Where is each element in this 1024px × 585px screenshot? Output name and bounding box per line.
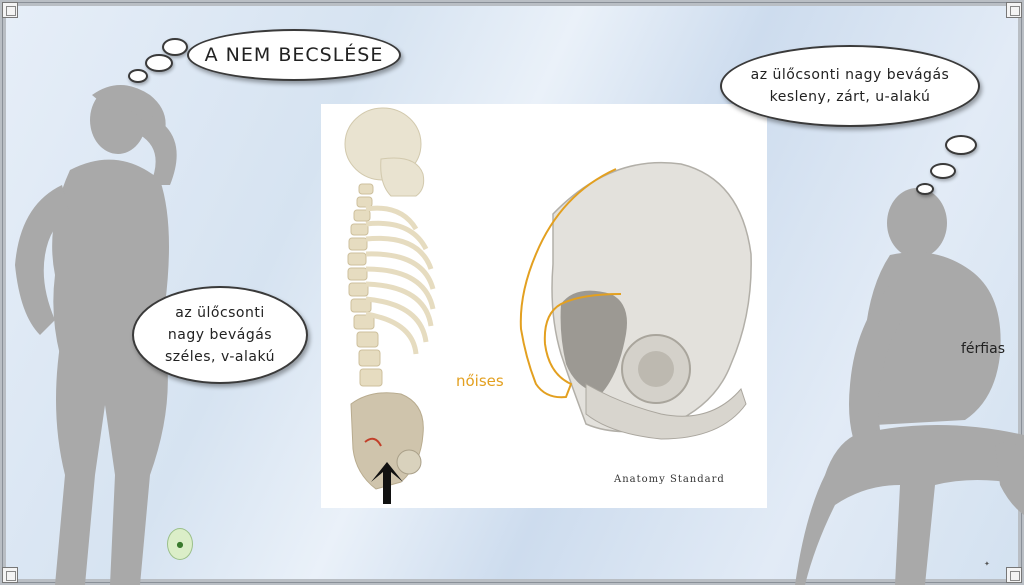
- female-bubble-line-2: nagy bevágás: [167, 327, 273, 343]
- page-mark-icon: ✦: [984, 560, 990, 568]
- male-bubble-line-1: az ülőcsonti nagy bevágás: [750, 67, 950, 83]
- pelvis-skeleton-illustration: [344, 107, 752, 504]
- frame-corner-bottom-right: [1006, 567, 1022, 583]
- female-pelvis-label: nőises: [456, 372, 504, 390]
- frame-corner-top-right: [1006, 2, 1022, 18]
- frame-corner-bottom-left: [2, 567, 18, 583]
- female-thought-bubble: az ülőcsonti nagy bevágás széles, v-alak…: [132, 286, 308, 384]
- thought-puff: [145, 54, 173, 72]
- spine-drawing: [347, 183, 383, 387]
- page-title: A NEM BECSLÉSE: [204, 44, 384, 66]
- male-bubble-line-2: kesleny, zárt, u-alakú: [769, 89, 931, 105]
- thinking-person-silhouette-left: [15, 85, 177, 585]
- male-thought-bubble: az ülőcsonti nagy bevágás kesleny, zárt,…: [720, 45, 980, 127]
- thought-puff: [916, 183, 934, 195]
- pelvis-illustration-panel: férfias: [321, 104, 1005, 508]
- frame-corner-top-left: [2, 2, 18, 18]
- frog-logo-icon: ●: [167, 528, 193, 560]
- female-bubble-line-1: az ülőcsonti: [175, 305, 265, 321]
- arrow-up-icon: [371, 462, 403, 504]
- thought-puff: [930, 163, 956, 179]
- female-bubble-line-3: széles, v-alakú: [164, 349, 275, 365]
- skull-drawing: [344, 107, 425, 197]
- title-thought-bubble: A NEM BECSLÉSE: [187, 29, 401, 81]
- male-pelvis-label: férfias: [961, 341, 1005, 357]
- thought-puff: [162, 38, 188, 56]
- thinking-person-silhouette-right: [795, 188, 1024, 585]
- large-pelvis-drawing: [519, 161, 752, 440]
- thought-puff: [128, 69, 148, 83]
- thought-puff: [945, 135, 977, 155]
- small-pelvis-drawing: [350, 392, 424, 490]
- ribcage-drawing: [365, 205, 436, 355]
- image-credit: Anatomy Standard: [614, 474, 725, 485]
